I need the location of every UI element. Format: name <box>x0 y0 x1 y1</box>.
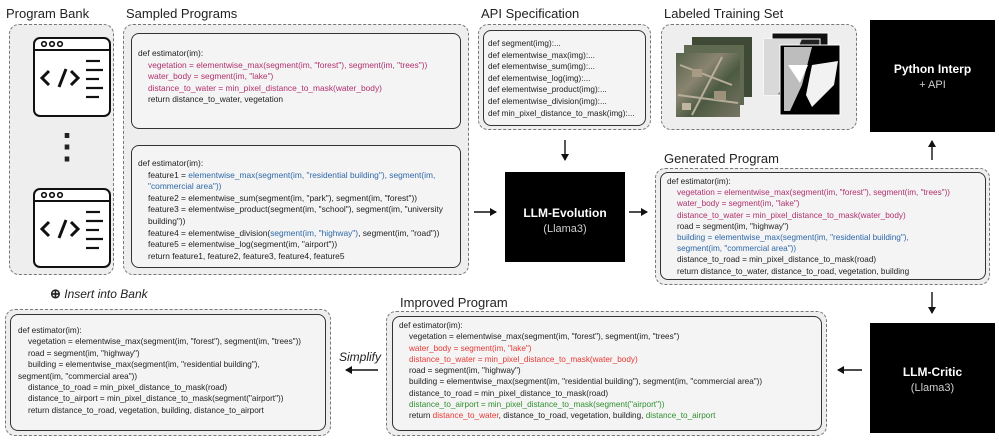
code-window-graphic <box>39 40 103 99</box>
improved-program-code: def estimator(im): vegetation = elementw… <box>399 320 762 422</box>
labeled-training-panel <box>661 24 857 130</box>
code-line: road = segment(im, "highway") <box>409 366 521 376</box>
python-interp-subtitle: + API <box>919 79 946 91</box>
code-line: water_body = segment(im, "lake") <box>409 343 532 353</box>
code-line: feature2 = elementwise_sum(segment(im, "… <box>148 192 418 203</box>
improved-program-title: Improved Program <box>400 295 508 310</box>
program-bank-panel: ⋮ <box>9 24 114 275</box>
code-token: distance_to_water <box>432 411 499 421</box>
sampled-program-card-1: def estimator(im): vegetation = elementw… <box>131 33 461 129</box>
code-line: distance_to_road = min_pixel_distance_to… <box>677 255 877 265</box>
api-line: def min_pixel_distance_to_mask(img):... <box>488 108 635 118</box>
insert-into-bank-text: Insert into Bank <box>64 287 148 301</box>
api-spec-code: def segment(img):... def elementwise_max… <box>488 38 635 119</box>
llm-evolution-block: LLM-Evolution (Llama3) <box>505 172 625 262</box>
llm-evolution-subtitle: (Llama3) <box>543 223 587 235</box>
code-line: vegetation = elementwise_max(segment(im,… <box>28 337 302 347</box>
code-token: , distance_to_road, vegetation, building… <box>498 411 646 421</box>
code-token: return <box>409 411 433 421</box>
code-line: distance_to_road = min_pixel_distance_to… <box>28 383 228 393</box>
api-line: def elementwise_product(img):... <box>488 85 607 95</box>
code-line: vegetation = elementwise_max(segment(im,… <box>677 188 951 198</box>
sampled-program-1-code: def estimator(im): vegetation = elementw… <box>138 48 427 106</box>
code-window-icon <box>33 37 111 117</box>
code-line: vegetation = elementwise_max(segment(im,… <box>409 332 680 342</box>
code-token: feature4 = elementwise_division( <box>148 227 271 238</box>
code-line: water_body = segment(im, "lake") <box>148 71 274 82</box>
simplified-program-code: def estimator(im): vegetation = elementw… <box>18 325 301 416</box>
code-line: building = elementwise_max(segment(im, "… <box>28 360 260 370</box>
generated-program-card: def estimator(im): vegetation = elementw… <box>660 172 986 280</box>
python-interp-title: Python Interp <box>893 62 972 76</box>
code-line: building = elementwise_max(segment(im, "… <box>409 377 763 387</box>
labeled-training-title: Labeled Training Set <box>664 6 784 21</box>
code-line: feature3 = elementwise_product(segment(i… <box>148 204 443 226</box>
insert-plus-icon: ⊕ <box>50 286 61 301</box>
code-line: distance_to_water = min_pixel_distance_t… <box>409 354 638 364</box>
code-line: segment(im, "commercial area")) <box>677 244 797 254</box>
code-window-graphic <box>39 191 103 250</box>
code-line: return distance_to_water, distance_to_ro… <box>399 410 762 421</box>
code-line: feature5 = elementwise_log(segment(im, "… <box>148 239 338 250</box>
llm-critic-subtitle: (Llama3) <box>910 382 955 394</box>
api-line: def elementwise_division(img):... <box>488 96 607 106</box>
code-line: road = segment(im, "highway") <box>677 221 789 231</box>
code-line: return feature1, feature2, feature3, fea… <box>148 250 345 261</box>
code-token: distance_to_airport <box>645 411 716 421</box>
api-line: def elementwise_max(img):... <box>488 50 595 60</box>
code-line: distance_to_airport = min_pixel_distance… <box>28 394 284 404</box>
api-line: def elementwise_log(img):... <box>488 73 591 83</box>
code-token: elementwise_max(segment(im, "residential… <box>148 169 436 192</box>
improved-program-card: def estimator(im): vegetation = elementw… <box>392 316 822 431</box>
code-line: def estimator(im): <box>18 326 82 335</box>
simplified-program-card: def estimator(im): vegetation = elementw… <box>10 314 326 431</box>
llm-critic-title: LLM-Critic <box>902 365 963 379</box>
bank-ellipsis: ⋮ <box>50 128 84 166</box>
code-line: segment(im, "commercial area")) <box>18 371 138 381</box>
code-window-icon <box>33 188 111 268</box>
api-spec-card: def segment(img):... def elementwise_max… <box>483 30 646 126</box>
code-token: , segment(im, "road")) <box>358 227 440 238</box>
code-line: def estimator(im): <box>138 48 204 58</box>
sampled-programs-title: Sampled Programs <box>126 6 238 21</box>
simplify-label: Simplify <box>339 350 382 364</box>
code-line: building = elementwise_max(segment(im, "… <box>677 233 909 243</box>
sampled-program-2-code: def estimator(im): feature1 = elementwis… <box>138 158 452 262</box>
code-line: water_body = segment(im, "lake") <box>677 199 800 209</box>
code-line: feature4 = elementwise_division(segment(… <box>138 228 452 240</box>
code-line: def estimator(im): <box>399 321 463 330</box>
code-line: distance_to_water = min_pixel_distance_t… <box>148 82 382 93</box>
training-images <box>676 32 841 117</box>
generated-program-code: def estimator(im): vegetation = elementw… <box>667 176 950 277</box>
api-spec-title: API Specification <box>481 6 580 21</box>
code-line: feature1 = elementwise_max(segment(im, "… <box>138 170 452 193</box>
code-token: feature1 = <box>148 169 189 180</box>
insert-into-bank-label: ⊕ Insert into Bank <box>50 286 148 302</box>
api-line: def segment(img):... <box>488 39 561 48</box>
llm-evolution-title: LLM-Evolution <box>523 206 607 220</box>
code-line: def estimator(im): <box>667 177 731 186</box>
program-bank-title: Program Bank <box>6 6 90 21</box>
code-line: return distance_to_road, vegetation, bui… <box>28 405 264 415</box>
code-line: distance_to_road = min_pixel_distance_to… <box>409 388 609 398</box>
code-line: return distance_to_water, distance_to_ro… <box>677 266 910 276</box>
sampled-program-card-2: def estimator(im): feature1 = elementwis… <box>131 145 461 268</box>
code-line: distance_to_airport = min_pixel_distance… <box>409 400 665 410</box>
code-line: def estimator(im): <box>138 158 204 168</box>
api-line: def elementwise_sum(img):... <box>488 62 595 72</box>
llm-critic-block: LLM-Critic (Llama3) <box>870 323 995 433</box>
code-line: road = segment(im, "highway") <box>28 348 140 358</box>
code-line: return distance_to_water, vegetation <box>148 94 284 105</box>
code-line: distance_to_water = min_pixel_distance_t… <box>677 210 906 220</box>
generated-program-title: Generated Program <box>664 151 779 166</box>
code-token: segment(im, "highway") <box>270 227 359 238</box>
python-interp-block: Python Interp + API <box>870 20 995 132</box>
code-line: vegetation = elementwise_max(segment(im,… <box>148 59 428 70</box>
